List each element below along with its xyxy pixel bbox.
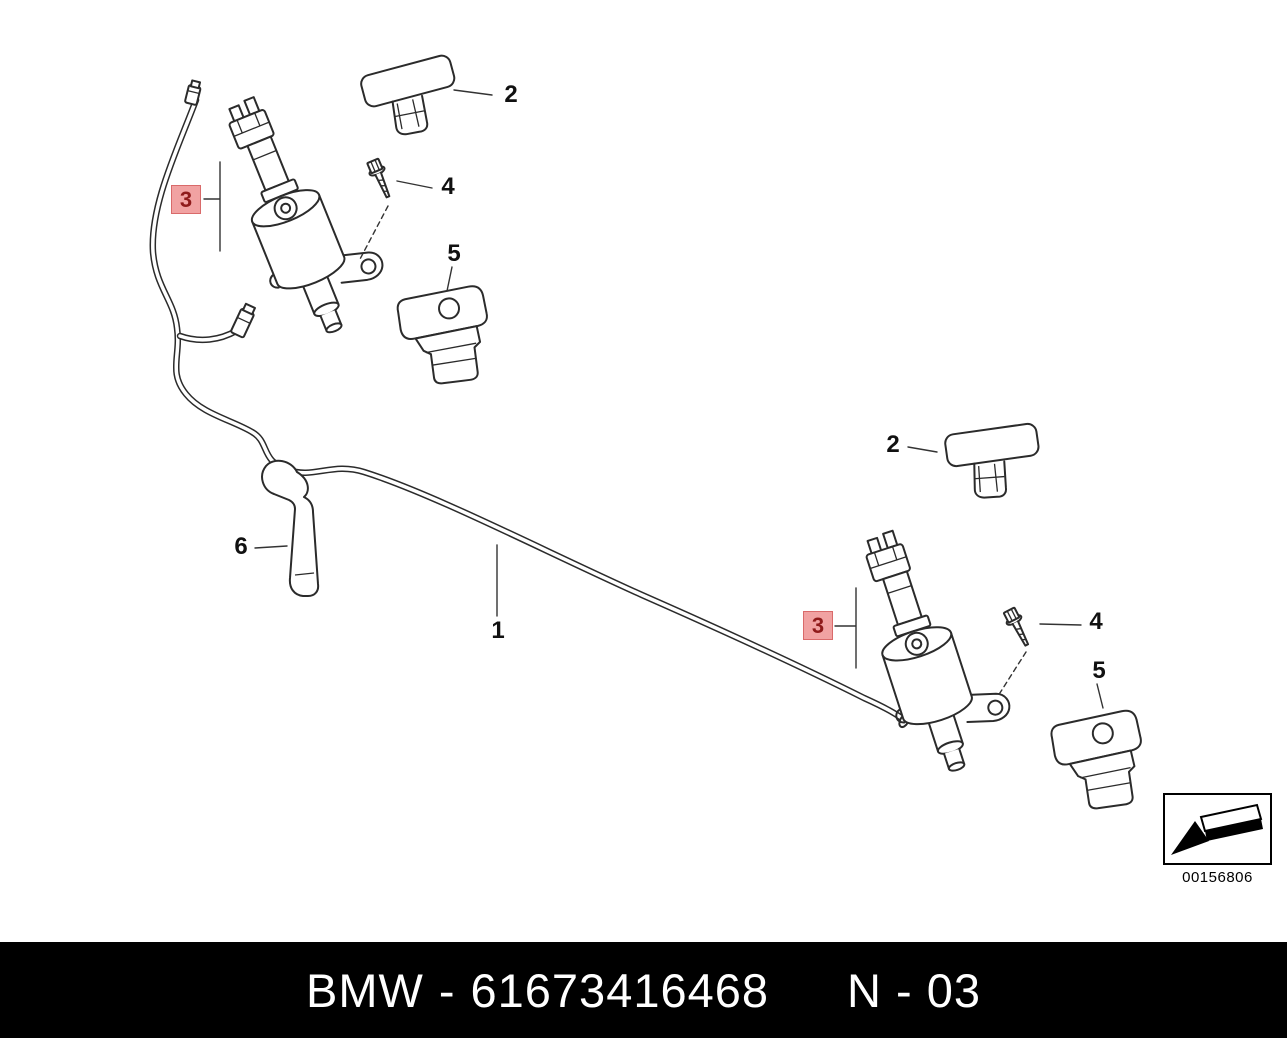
hose-bracket-drawing xyxy=(261,459,320,597)
brand-text: BMW xyxy=(305,963,424,1017)
front-left-screw-drawing xyxy=(364,156,397,201)
front-left-washer-jet-drawing xyxy=(202,74,401,348)
front-right-bracket-drawing xyxy=(1048,708,1149,814)
part-label-5-front-left-bracket: 5 xyxy=(447,240,461,267)
diagram-number: 00156806 xyxy=(1182,869,1253,886)
footer-bar: BMW - 61673416468 N - 03 xyxy=(0,942,1287,1038)
leader-lines xyxy=(203,89,1104,709)
part-label-1-hose: 1 xyxy=(491,617,505,644)
part-number: 61673416468 xyxy=(470,963,770,1017)
hose-end-connector xyxy=(184,79,202,106)
front-right-washer-jet-drawing xyxy=(840,512,1025,784)
hose-branch-connector xyxy=(230,302,256,339)
footer-code-text: N - 03 xyxy=(847,963,982,1017)
part-label-5-front-right-bracket: 5 xyxy=(1092,657,1106,684)
part-label-2-front-right-cover: 2 xyxy=(886,431,900,458)
diagram-area: 2 3 4 5 6 1 2 3 4 5 00156806 xyxy=(149,52,1272,886)
footer-part-number-text: BMW - 61673416468 xyxy=(306,963,769,1018)
part-label-6-hose-bracket: 6 xyxy=(234,533,248,560)
front-right-cover-drawing xyxy=(943,421,1046,505)
part-label-4-front-left-screw: 4 xyxy=(441,173,455,200)
front-right-screw-drawing xyxy=(1000,605,1035,650)
footer-separator: - xyxy=(438,963,456,1017)
front-left-bracket-drawing xyxy=(395,284,494,388)
parts-drawing xyxy=(149,52,1149,814)
direction-stamp-box xyxy=(1163,793,1272,865)
front-left-cover-drawing xyxy=(358,52,467,145)
part-label-2-front-left-cover: 2 xyxy=(504,81,518,108)
part-label-3-front-left-jet[interactable]: 3 xyxy=(171,185,201,214)
direction-arrow-icon xyxy=(1171,803,1263,855)
part-label-4-front-right-screw: 4 xyxy=(1089,608,1103,635)
part-label-3-front-right-jet[interactable]: 3 xyxy=(803,611,833,640)
